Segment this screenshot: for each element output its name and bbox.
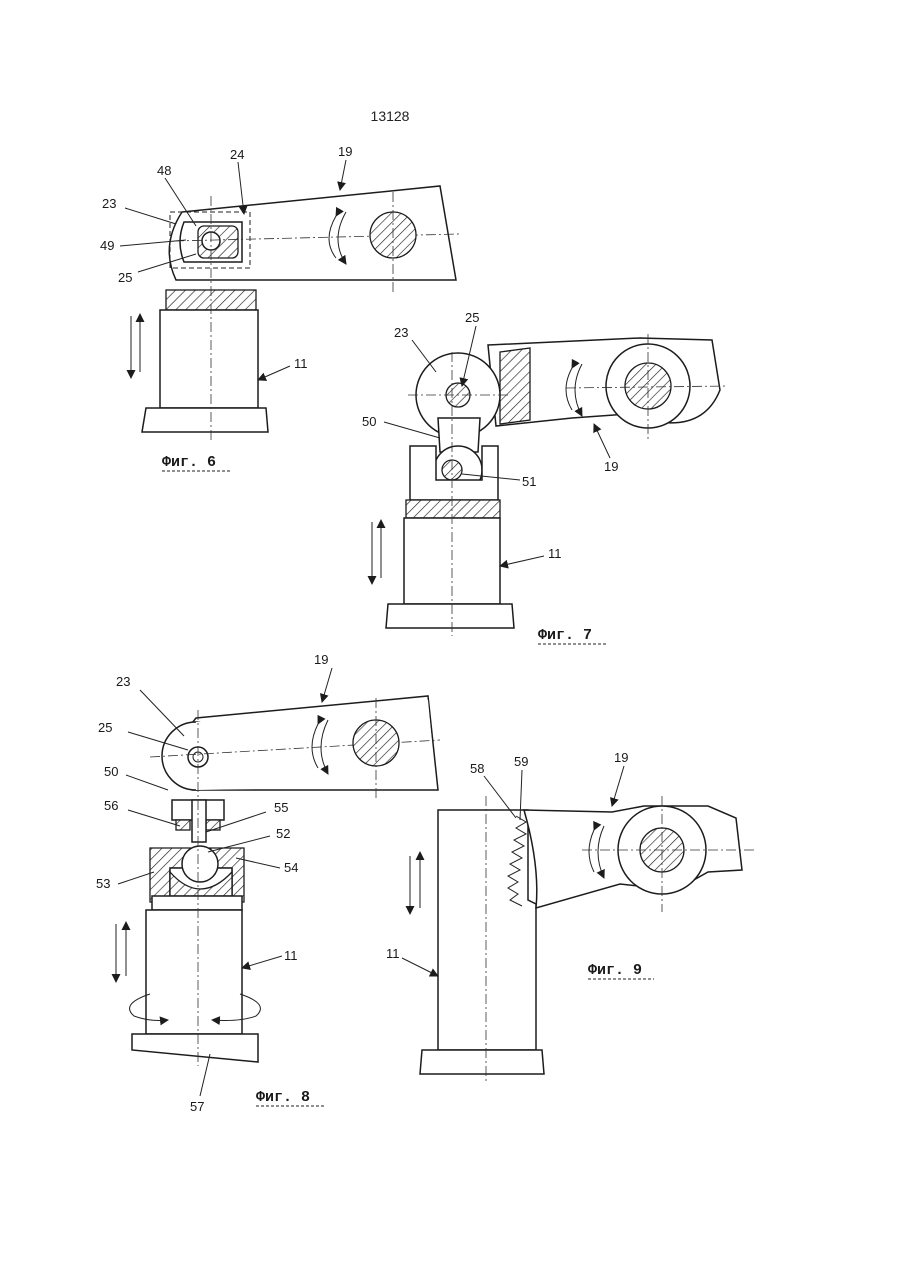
figure-9: 58 59 19 11 Фиг. 9	[386, 750, 754, 1082]
fig6-label-11: 11	[294, 356, 308, 371]
fig7-caption: Фиг. 7	[538, 627, 592, 644]
fig6-caption: Фиг. 6	[162, 454, 216, 471]
fig8-lever-19	[150, 696, 440, 800]
fig6-label-49: 49	[100, 238, 114, 253]
fig7-label-19: 19	[604, 459, 618, 474]
fig8-label-57: 57	[190, 1099, 204, 1114]
fig9-sector-lever-19	[524, 796, 754, 912]
page-number: 13128	[350, 108, 430, 124]
fig8-label-50: 50	[104, 764, 118, 779]
fig9-label-11: 11	[386, 946, 400, 961]
fig7-label-23: 23	[394, 325, 408, 340]
fig6-label-19: 19	[338, 144, 352, 159]
fig8-label-11: 11	[284, 948, 298, 963]
fig9-caption: Фиг. 9	[588, 962, 642, 979]
figure-6: 48 24 19 23 49 25 11 Фиг. 6	[100, 144, 460, 471]
fig9-label-19: 19	[614, 750, 628, 765]
figure-8: 19 23 25 50 56 55 52 54 53 11 57 Фиг. 8	[96, 652, 440, 1114]
fig8-label-54: 54	[284, 860, 298, 875]
figure-7: 23 25 50 51 19 11 Фиг. 7	[362, 310, 728, 644]
fig7-label-11: 11	[548, 546, 562, 561]
fig8-label-25: 25	[98, 720, 112, 735]
fig9-label-59: 59	[514, 754, 528, 769]
fig7-lever-19	[488, 334, 728, 440]
fig6-label-25: 25	[118, 270, 132, 285]
fig9-rack-valve-11	[410, 796, 544, 1082]
fig7-label-51: 51	[522, 474, 536, 489]
fig9-label-58: 58	[470, 761, 484, 776]
fig8-label-52: 52	[276, 826, 290, 841]
fig8-label-23: 23	[116, 674, 130, 689]
fig6-label-24: 24	[230, 147, 244, 162]
fig8-ball-joint	[150, 800, 244, 910]
fig7-label-50: 50	[362, 414, 376, 429]
fig6-label-23: 23	[102, 196, 116, 211]
fig8-label-19: 19	[314, 652, 328, 667]
fig8-label-56: 56	[104, 798, 118, 813]
fig8-label-53: 53	[96, 876, 110, 891]
fig8-label-55: 55	[274, 800, 288, 815]
fig7-label-25: 25	[465, 310, 479, 325]
fig6-label-48: 48	[157, 163, 171, 178]
fig6-lever-19	[169, 186, 460, 292]
fig8-caption: Фиг. 8	[256, 1089, 310, 1106]
